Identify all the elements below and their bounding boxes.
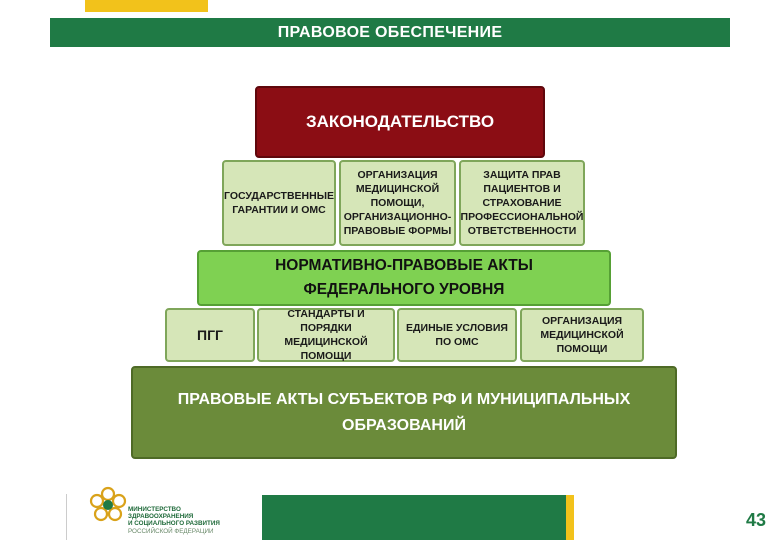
footer-divider: [66, 494, 67, 540]
top-accent-bar: [85, 0, 208, 12]
medical-care-organization-box: ОРГАНИЗАЦИЯ МЕДИЦИНСКОЙ ПОМОЩИ, ОРГАНИЗА…: [339, 160, 456, 246]
regional-acts-box: ПРАВОВЫЕ АКТЫ СУБЪЕКТОВ РФ И МУНИЦИПАЛЬН…: [131, 366, 677, 459]
regional-acts-line2: ОБРАЗОВАНИЙ: [342, 416, 466, 434]
header-bar: ПРАВОВОЕ ОБЕСПЕЧЕНИЕ: [50, 18, 730, 47]
federal-acts-line2: ФЕДЕРАЛЬНОГО УРОВНЯ: [303, 281, 505, 298]
federal-acts-line1: НОРМАТИВНО-ПРАВОВЫЕ АКТЫ: [275, 257, 533, 274]
federal-acts-box: НОРМАТИВНО-ПРАВОВЫЕ АКТЫ ФЕДЕРАЛЬНОГО УР…: [197, 250, 611, 306]
standards-box: СТАНДАРТЫ И ПОРЯДКИ МЕДИЦИНСКОЙ ПОМОЩИ: [257, 308, 395, 362]
regional-acts-line1: ПРАВОВЫЕ АКТЫ СУБЪЕКТОВ РФ И МУНИЦИПАЛЬН…: [177, 390, 631, 408]
ministry-name: МИНИСТЕРСТВО ЗДРАВООХРАНЕНИЯ И СОЦИАЛЬНО…: [128, 506, 220, 535]
pgg-box: ПГГ: [165, 308, 255, 362]
patient-rights-box: ЗАЩИТА ПРАВ ПАЦИЕНТОВ И СТРАХОВАНИЕ ПРОФ…: [459, 160, 585, 246]
footer-green-bar: [262, 495, 566, 540]
state-guarantees-box: ГОСУДАРСТВЕННЫЕ ГАРАНТИИ И ОМС: [222, 160, 336, 246]
page-number: 43: [745, 510, 766, 530]
ministry-logo-icon: [89, 486, 127, 522]
medical-care-org-box-2: ОРГАНИЗАЦИЯ МЕДИЦИНСКОЙ ПОМОЩИ: [520, 308, 644, 362]
oms-conditions-box: ЕДИНЫЕ УСЛОВИЯ ПО ОМС: [397, 308, 517, 362]
legislation-box: ЗАКОНОДАТЕЛЬСТВО: [255, 86, 545, 158]
footer-yellow-bar: [566, 495, 574, 540]
page-title: ПРАВОВОЕ ОБЕСПЕЧЕНИЕ: [277, 23, 503, 41]
